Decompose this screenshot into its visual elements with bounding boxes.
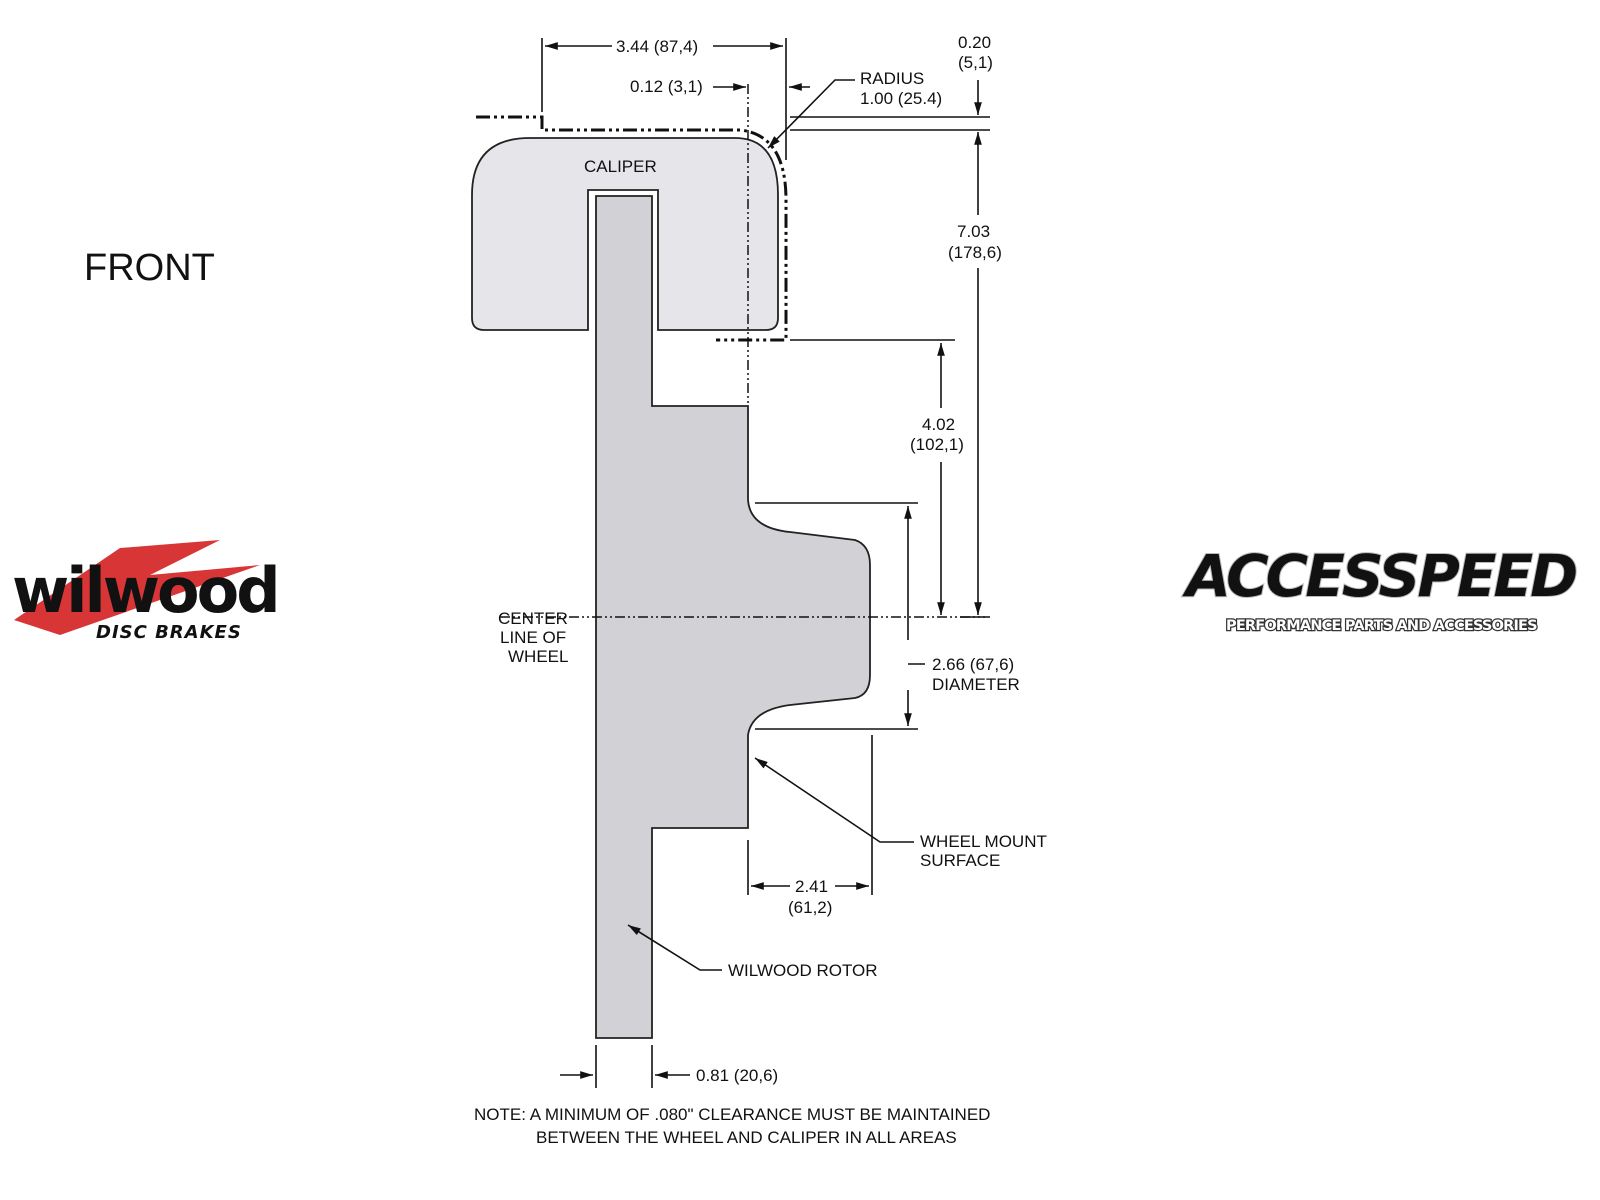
- center-line-label-3: WHEEL: [508, 647, 568, 666]
- dim-hub-depth-mm: (61,2): [788, 898, 832, 917]
- dim-hub-diameter: 2.66 (67,6): [932, 655, 1014, 674]
- center-line-label-1: CENTER: [498, 609, 568, 628]
- wilwood-logo-text: wilwood: [12, 554, 278, 627]
- dim-overall-width: 3.44 (87,4): [616, 37, 698, 56]
- wilwood-logo-sub: DISC BRAKES: [96, 622, 242, 643]
- dim-top-clearance: 0.20: [958, 33, 991, 52]
- accesspeed-logo-text: ACCESSPEED: [1182, 542, 1576, 610]
- wilwood-logo: wilwood DISC BRAKES: [12, 540, 281, 643]
- caliper-label: CALIPER: [584, 157, 657, 176]
- wheel-mount-label-2: SURFACE: [920, 851, 1000, 870]
- caliper-body: [471, 137, 779, 331]
- accesspeed-logo: ACCESSPEED PERFORMANCE PARTS AND ACCESSO…: [1181, 541, 1580, 635]
- accesspeed-logo-sub: PERFORMANCE PARTS AND ACCESSORIES: [1226, 618, 1537, 634]
- dim-rotor-thickness: 0.81 (20,6): [696, 1066, 778, 1085]
- dim-hub-diameter-label: DIAMETER: [932, 675, 1020, 694]
- center-line-label-2: LINE OF: [500, 628, 566, 647]
- view-label: FRONT: [84, 247, 215, 289]
- wheel-mount-label-1: WHEEL MOUNT: [920, 832, 1047, 851]
- dim-radius-value: 1.00 (25.4): [860, 89, 942, 108]
- dim-height-total-mm: (178,6): [948, 243, 1002, 262]
- dim-top-clearance-mm: (5,1): [958, 53, 993, 72]
- dim-hub-depth: 2.41: [795, 877, 828, 896]
- dim-offset: 0.12 (3,1): [630, 77, 703, 96]
- rotor-label: WILWOOD ROTOR: [728, 961, 878, 980]
- dim-height-lower-mm: (102,1): [910, 435, 964, 454]
- dim-height-lower: 4.02: [922, 415, 955, 434]
- note-line-2: BETWEEN THE WHEEL AND CALIPER IN ALL ARE…: [536, 1128, 957, 1147]
- note-line-1: NOTE: A MINIMUM OF .080" CLEARANCE MUST …: [474, 1105, 990, 1124]
- dim-radius-label: RADIUS: [860, 69, 924, 88]
- dim-height-total: 7.03: [957, 222, 990, 241]
